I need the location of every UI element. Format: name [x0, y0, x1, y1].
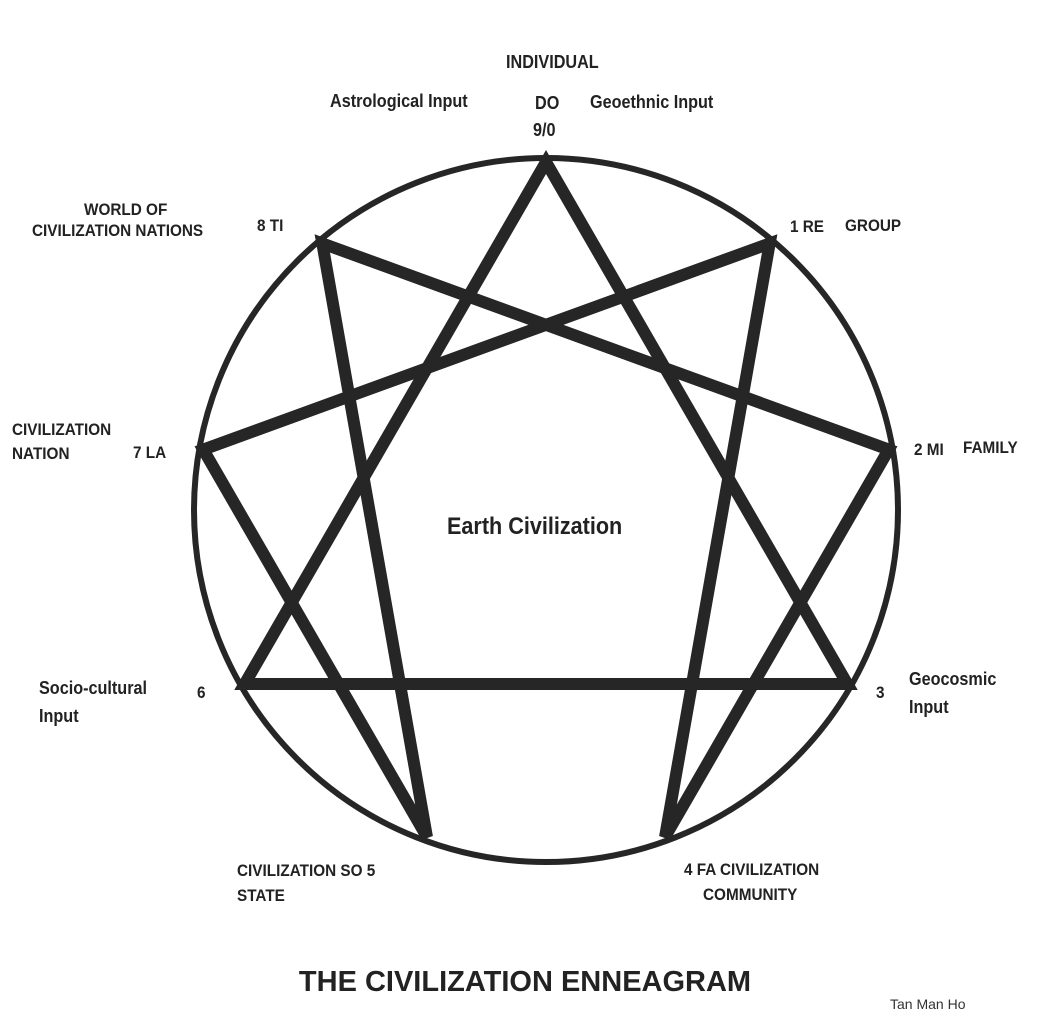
label-point-9: 9/0 [533, 120, 556, 140]
label-civilization-state-5: CIVILIZATION SO 5 [237, 861, 376, 880]
label-point-2: 2 MI [914, 440, 944, 459]
label-world-of: WORLD OF [84, 200, 168, 219]
label-point-6: 6 [197, 683, 206, 702]
label-community: COMMUNITY [703, 885, 798, 904]
center-label: Earth Civilization [447, 513, 623, 540]
label-civilization-nations: CIVILIZATION NATIONS [32, 221, 204, 240]
enneagram-circle [191, 155, 901, 865]
label-do: DO [535, 93, 560, 113]
label-socio-cultural: Socio-cultural [39, 678, 148, 698]
label-point-7: 7 LA [133, 443, 167, 462]
label-civilization: CIVILIZATION [12, 420, 112, 439]
label-point-4: 4 FA CIVILIZATION [684, 860, 820, 879]
label-nation: NATION [12, 444, 70, 463]
hexad-1-4-2-8-5-7 [194, 234, 898, 841]
label-geocosmic: Geocosmic [909, 669, 997, 689]
diagram-title: THE CIVILIZATION ENNEAGRAM [298, 966, 752, 998]
label-group: GROUP [845, 216, 902, 235]
label-individual: INDIVIDUAL [506, 52, 599, 72]
triangle-9-3-6 [234, 149, 858, 690]
label-point-8: 8 TI [257, 216, 284, 235]
label-astrological-input: Astrological Input [330, 91, 468, 111]
author-credit: Tan Man Ho [890, 996, 966, 1012]
label-socio-input: Input [39, 706, 79, 726]
label-geoethnic-input: Geoethnic Input [590, 92, 714, 112]
label-point-3: 3 [876, 683, 885, 702]
label-state: STATE [237, 886, 285, 905]
label-geocosmic-input: Input [909, 697, 949, 717]
label-point-1: 1 RE [790, 217, 825, 236]
label-family: FAMILY [963, 438, 1018, 457]
